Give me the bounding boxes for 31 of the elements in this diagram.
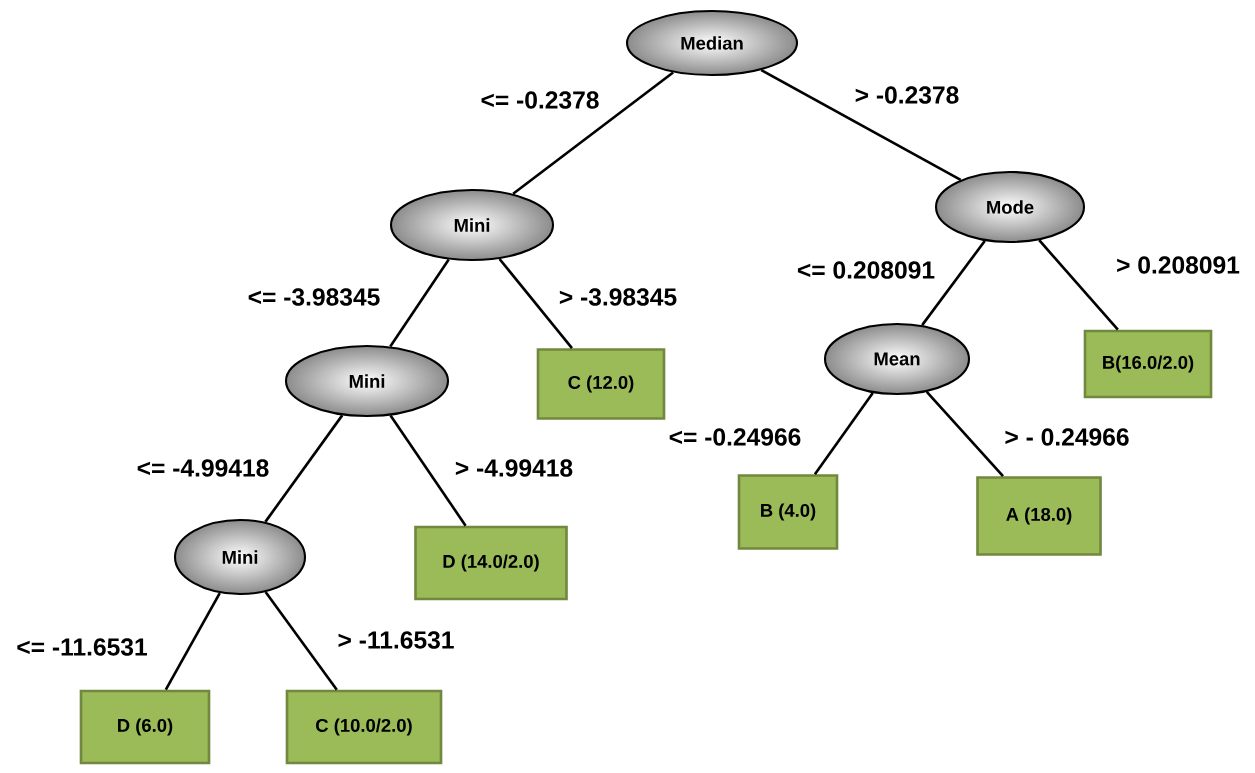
branch-line	[813, 392, 874, 475]
edge-label: <= 0.208091	[795, 259, 937, 281]
branch-line	[925, 391, 1004, 478]
edge-label: > - 0.24966	[1002, 426, 1132, 448]
edge-label: <= -11.6531	[14, 636, 150, 658]
branch-line	[264, 414, 344, 523]
leaf-box: B (4.0)	[737, 474, 839, 550]
branch-line	[389, 414, 467, 527]
edge-label: <= -0.2378	[478, 89, 602, 111]
branch-line	[498, 258, 573, 349]
edge-label: <= -4.99418	[134, 457, 272, 479]
branch-line	[921, 240, 986, 326]
edge-label: > -11.6531	[335, 629, 457, 651]
leaf-box: A (18.0)	[976, 476, 1102, 556]
edge-label: > -4.99418	[453, 457, 575, 479]
leaf-box: B(16.0/2.0)	[1083, 329, 1213, 399]
branch-line	[760, 68, 962, 181]
leaf-box: C (10.0/2.0)	[285, 689, 443, 765]
branch-line	[389, 258, 450, 348]
edge-label: <= -0.24966	[666, 426, 804, 448]
edge-label: <= -3.98345	[245, 286, 383, 308]
edge-label: > -3.98345	[557, 286, 679, 308]
branch-line	[264, 591, 338, 691]
branch-line	[164, 592, 221, 691]
branch-line	[512, 71, 674, 195]
branch-line	[1038, 239, 1119, 331]
leaf-box: D (14.0/2.0)	[414, 525, 568, 601]
edge-label: > -0.2378	[852, 84, 962, 106]
leaf-box: D (6.0)	[79, 689, 211, 765]
edge-label: > 0.208091	[1114, 254, 1242, 276]
leaf-box: C (12.0)	[536, 348, 666, 420]
